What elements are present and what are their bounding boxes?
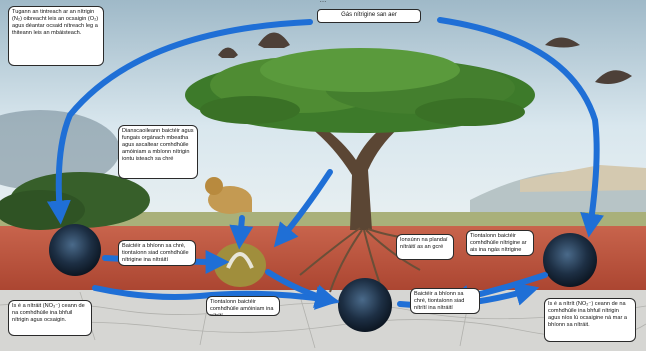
label-ammonium-to-nitrite: Tiontaíonn baictéir comhdhúile amóiniam … — [206, 296, 280, 316]
decaying-plant — [214, 243, 266, 287]
label-decomposers: Dianscaoileann baictéir agus fungais org… — [118, 125, 198, 179]
label-plants-absorb: Ionsúnn na plandaí nítráití as an gcré — [396, 234, 454, 260]
label-lightning-fixation: Tugann an tintreach ar an nítrigin (N₂) … — [8, 6, 104, 66]
title: … — [0, 0, 646, 4]
label-nitrate-definition: Is é a nítráit (NO₃⁻) ceann de na comhdh… — [8, 300, 92, 336]
label-atmosphere: Gás nítrigine san aer — [317, 9, 421, 23]
bacteria-sphere-center — [338, 278, 392, 332]
label-denitrifying-bacteria: Tiontaíonn baictéir comhdhúile nítrigine… — [466, 230, 534, 256]
label-nitrite-definition: Is é a nítrít (NO₂⁻) ceann de na comhdhú… — [544, 298, 636, 342]
label-nitrite-to-nitrate: Baictéir a bhíonn sa chré, tiontaíonn si… — [410, 288, 480, 314]
label-soil-bacteria-left: Baictéir a bhíonn sa chré, tiontaíonn si… — [118, 240, 196, 266]
bacteria-sphere-right — [543, 233, 597, 287]
bacteria-sphere-left — [49, 224, 101, 276]
